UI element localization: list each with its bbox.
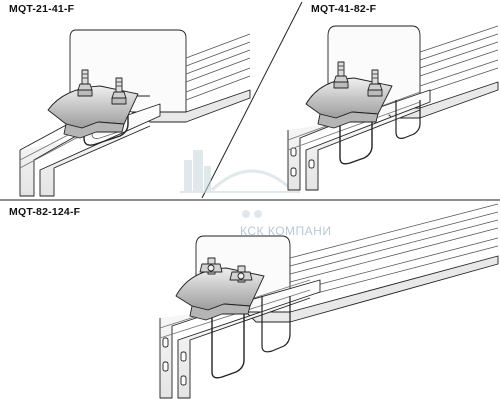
beam-flange <box>185 33 251 101</box>
u-bolt <box>339 100 373 165</box>
clamp-mqt-41-82-f <box>287 25 499 191</box>
watermark-logo <box>180 150 300 218</box>
channel-rail <box>287 89 431 191</box>
clamp-mqt-21-41-f <box>19 29 251 197</box>
beam-flange <box>419 25 499 95</box>
watermark-text: КСК КОМПАНИ <box>240 224 332 238</box>
channel-rail <box>19 103 161 197</box>
model-label-mqt-82-124-f: MQT-82-124-F <box>9 206 81 218</box>
u-bolt <box>83 104 129 146</box>
model-label-mqt-21-41-f: MQT-21-41-F <box>9 3 75 15</box>
beam-flange <box>289 203 499 301</box>
clamp-mqt-82-124-f <box>159 203 499 399</box>
divider-diagonal <box>201 1 303 199</box>
u-bolt <box>211 296 245 379</box>
model-label-mqt-41-82-f: MQT-41-82-F <box>311 3 377 15</box>
